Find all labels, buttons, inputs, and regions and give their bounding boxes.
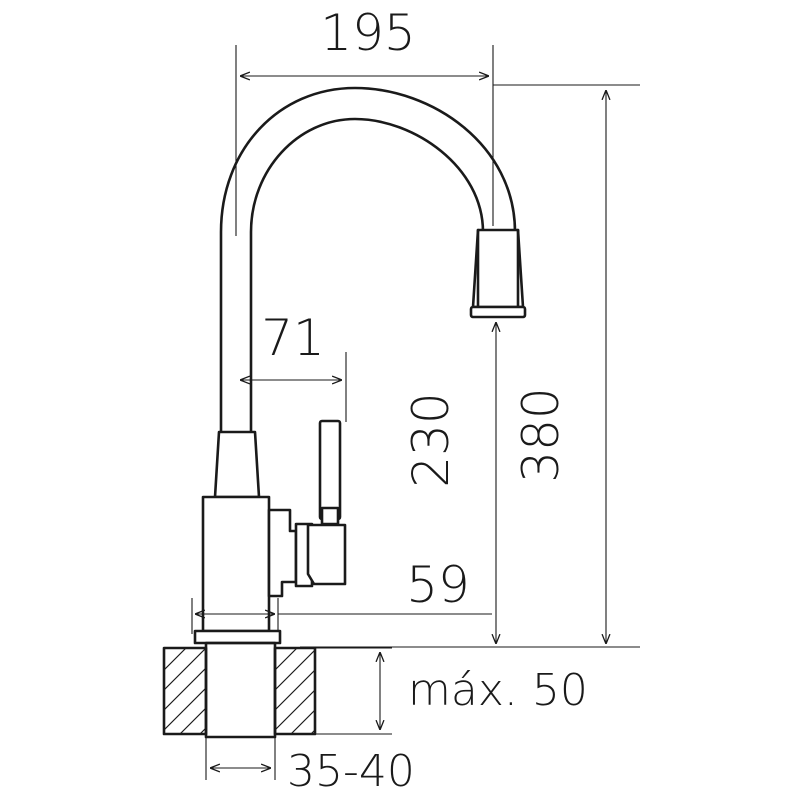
dim-35-40-label: 35-40: [287, 746, 415, 797]
handle-cartridge: [306, 523, 347, 586]
spout-inner: [249, 117, 485, 434]
valve-housing: [267, 508, 298, 598]
countertop-left: [162, 646, 208, 736]
countertop-right: [273, 646, 317, 736]
spray-head: [471, 228, 525, 309]
dim-195-label: 195: [320, 4, 415, 62]
dim-230: 230: [402, 322, 496, 644]
faucet-outline: [193, 86, 527, 645]
dim-195: 195: [235, 4, 640, 236]
dim-max-50: máx. 50: [315, 647, 588, 735]
countertop-section: [162, 641, 317, 739]
spray-nozzle: [469, 305, 527, 319]
faucet-body: [201, 495, 271, 633]
lever-handle: [318, 419, 342, 521]
dim-380: 380: [300, 90, 640, 648]
lever-neck: [320, 506, 340, 526]
hatching-left: [163, 647, 207, 735]
hatching-right: [274, 647, 316, 735]
dim-71: 71: [240, 309, 347, 422]
dim-59-label: 59: [406, 556, 470, 614]
dim-71-label: 71: [261, 309, 325, 367]
dim-230-label: 230: [402, 392, 460, 487]
dim-59: 59: [191, 556, 492, 634]
base-flange: [193, 629, 282, 645]
dim-35-40: 35-40: [205, 737, 415, 797]
mounting-shank: [204, 641, 277, 739]
spout-collar: [213, 430, 261, 499]
dim-max-50-label: máx. 50: [408, 665, 588, 716]
dim-380-label: 380: [512, 387, 570, 482]
